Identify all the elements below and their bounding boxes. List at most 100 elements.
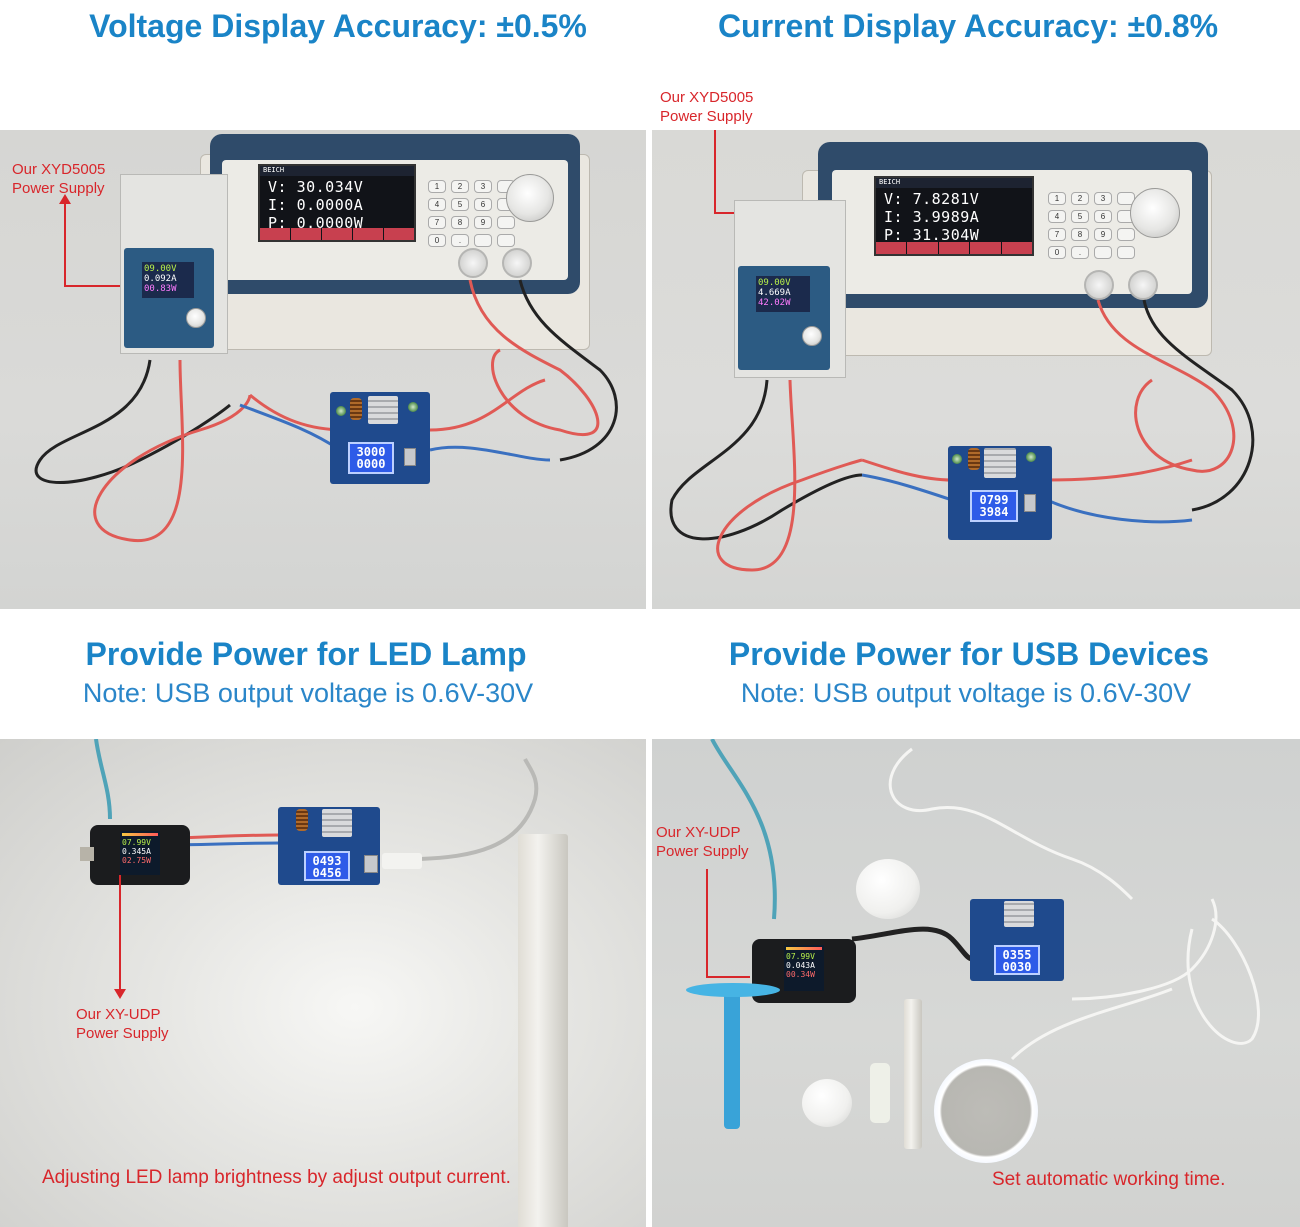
label-line1: Our XYD5005 xyxy=(660,89,754,106)
pointer-arrow xyxy=(714,130,716,214)
psu-power: 00.83W xyxy=(144,284,177,294)
usb-ring-light xyxy=(934,1059,1038,1163)
usb-led-stick xyxy=(870,1063,890,1123)
load-softkeys xyxy=(876,242,1033,254)
udp-power: 00.34W xyxy=(786,970,815,979)
arrow-head-icon xyxy=(114,989,126,999)
psu-screen: 09.00V 0.092A 00.83W xyxy=(142,262,194,298)
led-lamp-photo: 07.99V 0.345A 02.75W Our XY-UDP Power Su… xyxy=(0,739,646,1227)
xyd5005-label: Our XYD5005 Power Supply xyxy=(12,160,105,198)
xy-udp-label: Our XY-UDP Power Supply xyxy=(656,823,749,861)
load-softkeys xyxy=(260,228,414,240)
capacitor xyxy=(952,454,962,464)
udp-current: 0.043A xyxy=(786,961,815,970)
label-line2: Power Supply xyxy=(76,1025,169,1042)
usb-port xyxy=(1024,494,1036,512)
load-terminal-negative xyxy=(502,248,532,278)
module-line2: 0000 xyxy=(356,457,386,471)
psu-power: 42.02W xyxy=(758,298,791,308)
capacitor xyxy=(408,402,418,412)
module-line1: 3000 xyxy=(356,445,386,459)
module-lcd: 0355 0030 xyxy=(994,945,1040,975)
module-line2: 3984 xyxy=(979,505,1009,519)
xy-udp-label: Our XY-UDP Power Supply xyxy=(76,1005,169,1043)
current-accuracy-heading: Current Display Accuracy: ±0.8% xyxy=(717,8,1219,44)
label-line1: Our XY-UDP xyxy=(76,1006,161,1023)
cables xyxy=(710,739,1260,1061)
psu-screen: 09.00V 4.669A 42.02W xyxy=(756,276,810,312)
usb-port xyxy=(364,855,378,873)
usb-plug-icon xyxy=(80,847,94,861)
module-line2: 0030 xyxy=(1002,960,1032,974)
load-power: P: 31.304W xyxy=(884,226,980,244)
load-brand: BEICH xyxy=(260,166,414,176)
voltage-test-photo: Our XYD5005 Power Supply BEICH V: 30.034… xyxy=(0,130,646,609)
psu-current: 4.669A xyxy=(758,288,791,298)
load-terminal-negative xyxy=(1128,270,1158,300)
inductor-coil xyxy=(968,448,980,470)
load-voltage: V: 30.034V xyxy=(268,178,364,196)
led-lamp-caption: Adjusting LED lamp brightness by adjust … xyxy=(42,1167,511,1188)
usb-fan xyxy=(724,989,740,1129)
label-line2: Power Supply xyxy=(12,180,105,197)
heatsink xyxy=(322,809,352,837)
usb-port xyxy=(404,448,416,466)
usb-cable-plug xyxy=(382,853,422,869)
udp-current: 0.345A xyxy=(122,847,151,856)
cables xyxy=(94,739,539,861)
arrow-head-icon xyxy=(59,194,71,204)
module-line1: 0355 xyxy=(1002,948,1032,962)
udp-voltage: 07.99V xyxy=(122,838,151,847)
usb-devices-note: Note: USB output voltage is 0.6V-30V xyxy=(740,678,1192,708)
xyd5005-label-top-right: Our XYD5005 Power Supply xyxy=(660,88,753,126)
module-line2: 0456 xyxy=(312,866,342,880)
psu-voltage: 09.00V xyxy=(758,278,791,288)
load-voltage: V: 7.8281V xyxy=(884,190,980,208)
load-knob xyxy=(506,174,554,222)
load-terminal-positive xyxy=(458,248,488,278)
inductor-coil xyxy=(296,809,308,831)
pointer-arrow-h xyxy=(64,285,130,287)
pointer-arrow-h xyxy=(706,976,750,978)
load-lcd: BEICH V: 7.8281V I: 3.9989A P: 31.304W xyxy=(874,176,1034,256)
psu-knob xyxy=(802,326,822,346)
module-line1: 0799 xyxy=(979,493,1009,507)
usb-bulb-small xyxy=(802,1079,852,1127)
pointer-arrow xyxy=(64,202,66,286)
inductor-coil xyxy=(350,398,362,420)
usb-fan-blade xyxy=(686,983,780,997)
usb-devices-photo: Our XY-UDP Power Supply 07.99V 0.043A 00… xyxy=(652,739,1300,1227)
load-knob xyxy=(1130,188,1180,238)
psu-voltage: 09.00V xyxy=(144,264,177,274)
usb-devices-caption: Set automatic working time. xyxy=(992,1169,1226,1190)
current-test-photo: BEICH V: 7.8281V I: 3.9989A P: 31.304W 1… xyxy=(652,130,1300,609)
module-line1: 0493 xyxy=(312,854,342,868)
module-lcd: 0799 3984 xyxy=(970,490,1018,522)
udp-screen: 07.99V 0.345A 02.75W xyxy=(120,831,160,875)
heatsink xyxy=(984,448,1016,478)
udp-screen: 07.99V 0.043A 00.34W xyxy=(784,945,824,991)
test-leads xyxy=(669,299,1255,572)
heatsink xyxy=(1004,901,1034,927)
usb-devices-heading: Provide Power for USB Devices xyxy=(728,636,1210,672)
pointer-arrow xyxy=(706,869,708,977)
capacitor xyxy=(1026,452,1036,462)
load-current: I: 3.9989A xyxy=(884,208,980,226)
voltage-accuracy-heading: Voltage Display Accuracy: ±0.5% xyxy=(89,8,587,44)
label-line2: Power Supply xyxy=(660,108,753,125)
load-current: I: 0.0000A xyxy=(268,196,364,214)
label-line1: Our XY-UDP xyxy=(656,824,741,841)
udp-voltage: 07.99V xyxy=(786,952,815,961)
psu-knob xyxy=(186,308,206,328)
heatsink xyxy=(368,396,398,424)
load-terminal-positive xyxy=(1084,270,1114,300)
capacitor xyxy=(336,406,346,416)
load-lcd: BEICH V: 30.034V I: 0.0000A P: 0.0000W xyxy=(258,164,416,242)
led-lamp-bar xyxy=(518,834,568,1227)
label-line2: Power Supply xyxy=(656,843,749,860)
usb-light-bar xyxy=(904,999,922,1149)
label-line1: Our XYD5005 xyxy=(12,161,106,178)
test-leads xyxy=(34,279,618,542)
psu-current: 0.092A xyxy=(144,274,177,284)
